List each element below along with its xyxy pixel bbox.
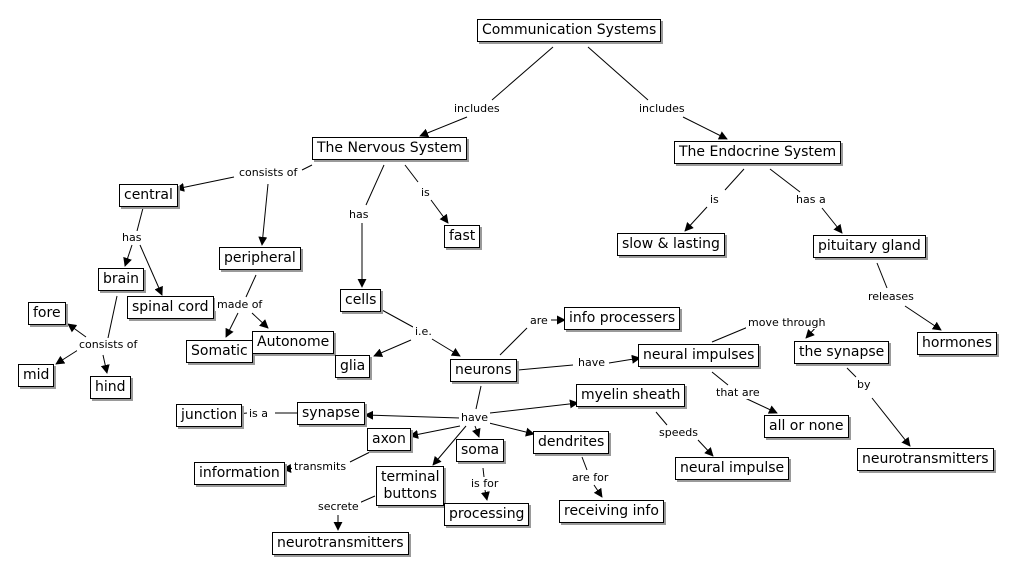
concept-neurons[interactable]: neurons — [450, 359, 517, 382]
concept-the-synapse[interactable]: the synapse — [794, 341, 890, 364]
concept-peripheral[interactable]: peripheral — [219, 247, 301, 270]
concept-pituitary-gland[interactable]: pituitary gland — [813, 235, 926, 258]
concept-glia[interactable]: glia — [335, 355, 371, 378]
concept-endocrine-system[interactable]: The Endocrine System — [674, 141, 842, 164]
link-has-a: has a — [794, 193, 828, 206]
concept-fast[interactable]: fast — [444, 225, 481, 248]
concept-junction[interactable]: junction — [176, 404, 243, 427]
concept-myelin-sheath[interactable]: myelin sheath — [576, 384, 686, 407]
concept-nervous-system[interactable]: The Nervous System — [312, 137, 468, 160]
concept-neural-impulses[interactable]: neural impulses — [638, 344, 760, 367]
concept-fore[interactable]: fore — [28, 302, 66, 325]
link-have-neurons: have — [576, 356, 607, 369]
concept-mid[interactable]: mid — [18, 364, 55, 387]
link-has-central: has — [120, 231, 144, 244]
link-has-nervous: has — [347, 208, 371, 221]
concept-neurotransmitters-bottom[interactable]: neurotransmitters — [272, 532, 409, 555]
link-have-parts: have — [459, 411, 490, 424]
concept-information[interactable]: information — [194, 462, 285, 485]
concept-central[interactable]: central — [119, 184, 178, 207]
concept-axon[interactable]: axon — [367, 428, 411, 451]
link-by: by — [855, 378, 873, 391]
concept-autonome[interactable]: Autonome — [252, 331, 335, 354]
concept-all-or-none[interactable]: all or none — [764, 415, 849, 438]
link-includes-right: includes — [637, 102, 687, 115]
link-are-for: are for — [570, 471, 611, 484]
concept-info-processers[interactable]: info processers — [564, 307, 681, 330]
link-are: are — [528, 314, 550, 327]
concept-somatic[interactable]: Somatic — [186, 340, 253, 363]
concept-neurotransmitters-right[interactable]: neurotransmitters — [857, 448, 994, 471]
link-is-nervous: is — [419, 186, 432, 199]
concept-receiving-info[interactable]: receiving info — [559, 500, 664, 523]
concept-cells[interactable]: cells — [340, 289, 382, 312]
link-that-are: that are — [714, 386, 762, 399]
concept-processing[interactable]: processing — [444, 503, 530, 526]
link-releases: releases — [866, 290, 916, 303]
link-made-of: made of — [215, 298, 265, 311]
link-consists-of-brain: consists of — [77, 338, 140, 351]
link-includes-left: includes — [452, 102, 502, 115]
concept-soma[interactable]: soma — [456, 439, 505, 462]
concept-slow-and-lasting[interactable]: slow & lasting — [617, 233, 725, 256]
link-move-through: move through — [746, 316, 828, 329]
concept-spinal-cord[interactable]: spinal cord — [127, 296, 214, 319]
concept-terminal-buttons[interactable]: terminal buttons — [376, 466, 445, 506]
link-transmits: transmits — [292, 460, 349, 473]
link-is-endocrine: is — [708, 193, 721, 206]
link-is-a: is a — [247, 407, 271, 420]
concept-neural-impulse[interactable]: neural impulse — [675, 457, 790, 480]
link-ie: i.e. — [413, 325, 434, 338]
link-speeds: speeds — [657, 426, 700, 439]
concept-communication-systems[interactable]: Communication Systems — [477, 19, 662, 42]
concept-hind[interactable]: hind — [90, 376, 131, 399]
concept-synapse[interactable]: synapse — [297, 402, 365, 425]
concept-hormones[interactable]: hormones — [917, 332, 997, 355]
link-consists-of: consists of — [237, 166, 300, 179]
concept-dendrites[interactable]: dendrites — [533, 431, 610, 454]
link-is-for: is for — [469, 477, 501, 490]
concept-brain[interactable]: brain — [98, 268, 144, 291]
link-secrete: secrete — [316, 500, 361, 513]
